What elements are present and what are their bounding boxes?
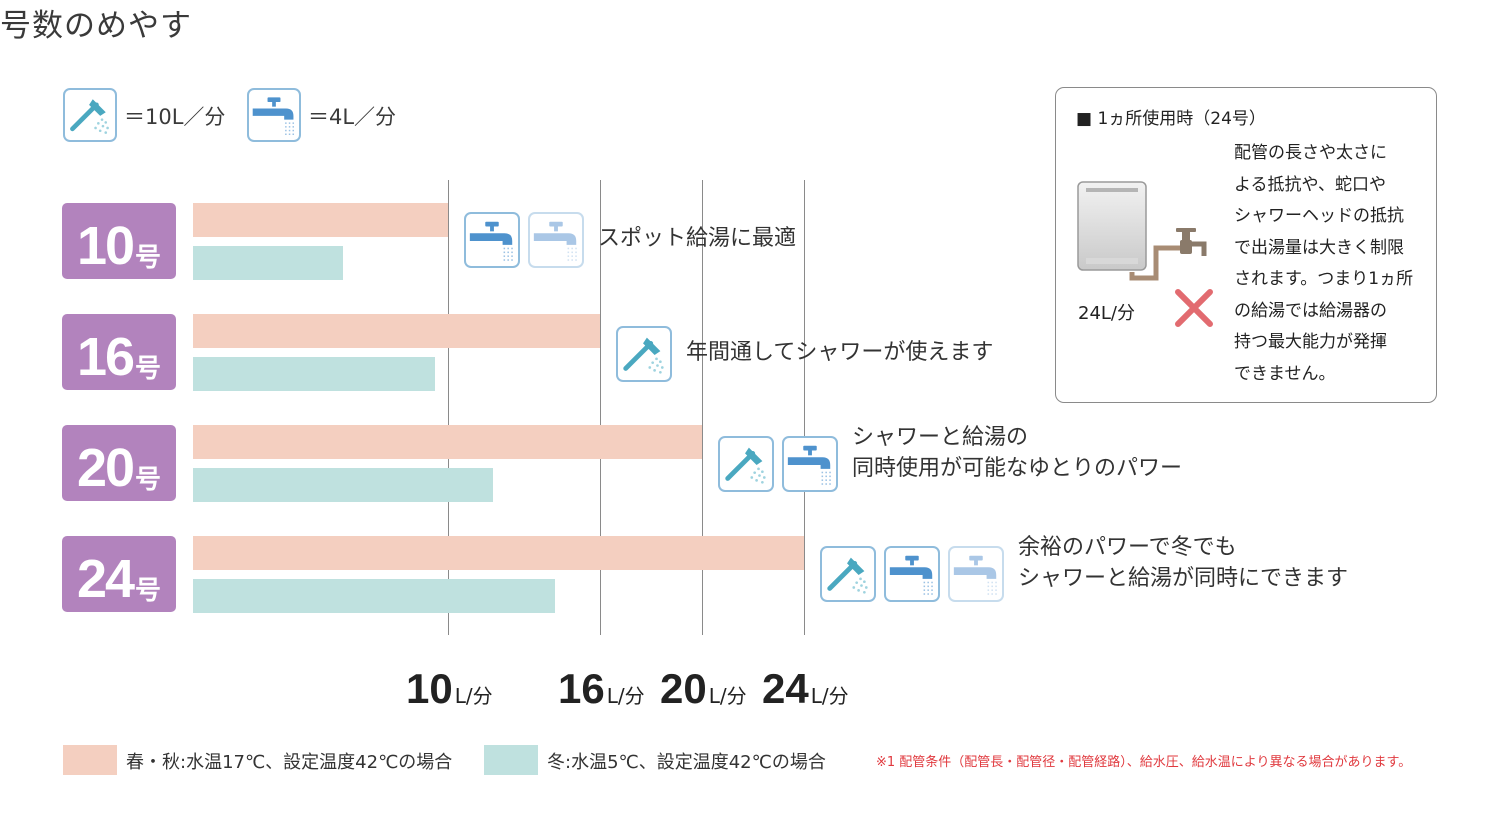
faucet-icon — [782, 436, 838, 492]
row-description-10: スポット給湯に最適 — [598, 223, 796, 254]
badge-suffix: 号 — [135, 243, 162, 273]
tick-number: 20 — [660, 665, 707, 712]
tick-number: 24 — [762, 665, 809, 712]
row-description-line: スポット給湯に最適 — [598, 226, 797, 251]
gridline-16 — [600, 180, 601, 635]
gridline-20 — [702, 180, 703, 635]
badge-number: 10 — [76, 216, 135, 276]
legend-shower-label: ＝10L／分 — [124, 105, 226, 129]
gridline-10 — [448, 180, 449, 635]
bar-winter-24 — [193, 579, 555, 613]
tick-number: 16 — [558, 665, 605, 712]
gridline-24 — [804, 180, 805, 635]
info-body: 配管の長さや太さに よる抵抗や、蛇口や シャワーヘッドの抵抗 で出湯量は大きく制… — [1234, 138, 1429, 390]
legend-faucet-label: ＝4L／分 — [308, 105, 397, 129]
bar-spring-autumn-16 — [193, 314, 600, 348]
info-line: シャワーヘッドの抵抗 — [1234, 206, 1404, 226]
tick-number: 10 — [406, 665, 453, 712]
tick-unit: L/分 — [454, 684, 493, 708]
badge-suffix: 号 — [135, 354, 162, 384]
cross-icon — [1175, 289, 1213, 327]
row-description-line: シャワーと給湯が同時にできます — [1018, 566, 1349, 591]
bar-spring-autumn-20 — [193, 425, 702, 459]
badge-number: 16 — [76, 327, 135, 387]
shower-icon — [820, 546, 876, 602]
tick-unit: L/分 — [708, 684, 747, 708]
row-description-line: 年間通してシャワーが使えます — [686, 340, 994, 365]
info-heading: ■ 1ヵ所使用時（24号） — [1076, 109, 1266, 129]
faucet-icon — [464, 212, 520, 268]
info-line: の給湯では給湯器の — [1234, 300, 1387, 321]
row-description-line: 余裕のパワーで冬でも — [1018, 535, 1237, 560]
badge-suffix: 号 — [135, 465, 162, 495]
footnote: ※1 配管条件（配管長・配管径・配管経路）、給水圧、給水温により異なる場合があり… — [876, 755, 1412, 770]
faucet-icon — [884, 546, 940, 602]
info-line: できません。 — [1234, 363, 1336, 384]
tick-unit: L/分 — [606, 684, 645, 708]
bar-spring-autumn-10 — [193, 203, 448, 237]
tick-unit: L/分 — [810, 684, 849, 708]
info-line: されます。つまり1ヵ所 — [1234, 269, 1414, 289]
water-heater-illustration — [1077, 181, 1207, 281]
bar-winter-16 — [193, 357, 435, 391]
bar-spring-autumn-24 — [193, 536, 804, 570]
info-line: 持つ最大能力が発揮 — [1234, 332, 1387, 352]
shower-icon — [616, 326, 672, 382]
row-description-20: シャワーと給湯の同時使用が可能なゆとりのパワー — [852, 422, 1182, 484]
faucet-faded-icon — [528, 212, 584, 268]
legend-swatch-spring-autumn — [63, 745, 117, 775]
badge-number: 24 — [76, 549, 135, 609]
legend-label-winter: 冬:水温5℃、設定温度42℃の場合 — [547, 752, 826, 773]
info-line: 配管の長さや太さに — [1234, 143, 1387, 163]
page-title: 号数のめやす — [0, 8, 192, 44]
faucet-icon — [247, 88, 301, 142]
row-description-line: 同時使用が可能なゆとりのパワー — [852, 456, 1183, 481]
info-box: ■ 1ヵ所使用時（24号） 24L/分 配管の長さや太さに よる抵抗や、蛇口や … — [1055, 87, 1437, 403]
badge-number: 20 — [76, 438, 135, 498]
badge-suffix: 号 — [135, 576, 162, 606]
row-description-16: 年間通してシャワーが使えます — [686, 337, 993, 368]
shower-icon — [63, 88, 117, 142]
info-line: よる抵抗や、蛇口や — [1234, 174, 1386, 195]
legend-swatch-winter — [484, 745, 538, 775]
shower-icon — [718, 436, 774, 492]
bar-winter-20 — [193, 468, 493, 502]
flow-label: 24L/分 — [1078, 303, 1135, 324]
bar-winter-10 — [193, 246, 343, 280]
row-description-line: シャワーと給湯の — [852, 425, 1029, 450]
faucet-faded-icon — [948, 546, 1004, 602]
legend-label-spring-autumn: 春・秋:水温17℃、設定温度42℃の場合 — [126, 752, 453, 773]
info-line: で出湯量は大きく制限 — [1234, 237, 1404, 258]
row-description-24: 余裕のパワーで冬でもシャワーと給湯が同時にできます — [1018, 532, 1348, 594]
